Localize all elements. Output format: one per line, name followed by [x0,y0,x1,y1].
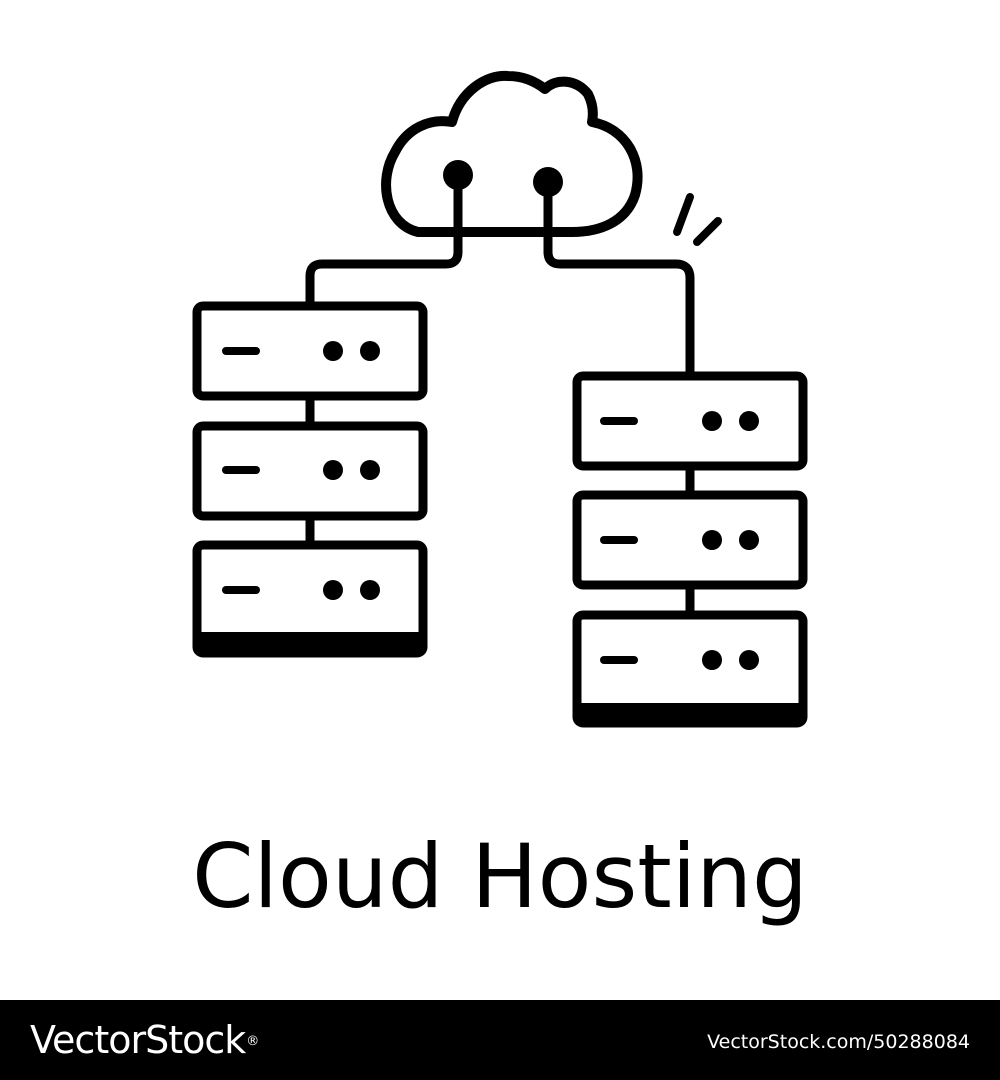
registered-mark: ® [246,1034,259,1049]
image-id: VectorStock.com/50288084 [707,1031,970,1053]
cloud-port-dots [443,160,563,197]
server-rack-icon [192,301,428,658]
page-title: Cloud Hosting [192,825,808,928]
brand-name: VectorStock [30,1018,246,1062]
cloud-icon [381,70,643,237]
spark-lines-icon [673,193,722,246]
watermark-footer: VectorStock® VectorStock.com/50288084 [0,1000,1000,1080]
server-rack-icon [572,371,808,728]
brand-logo: VectorStock® [30,1016,259,1064]
connector-lines [305,175,695,378]
cloud-hosting-illustration [192,70,808,728]
